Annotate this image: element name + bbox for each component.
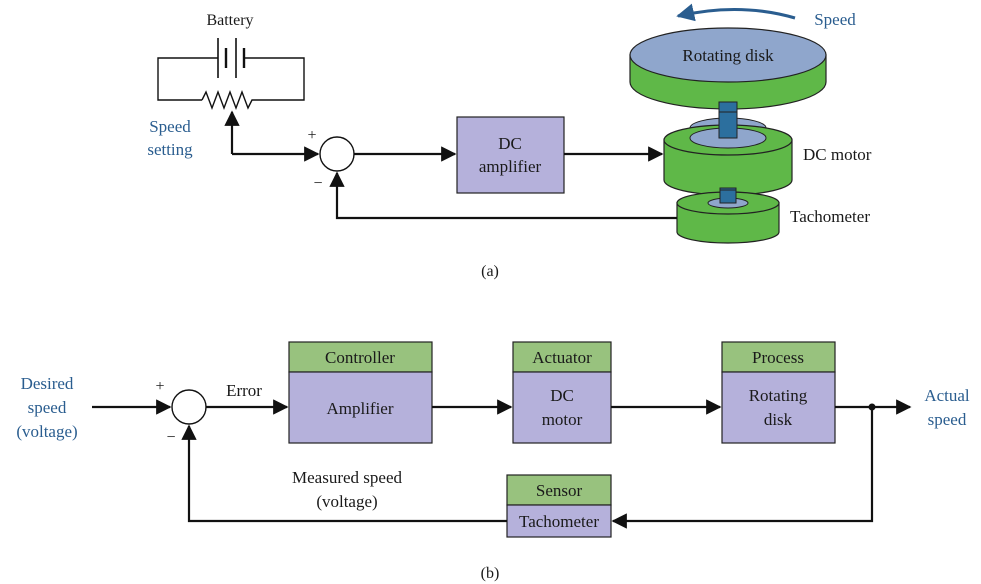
feedback-label-2: (voltage) <box>316 492 377 511</box>
speed-label-a: Speed <box>814 10 856 29</box>
error-label: Error <box>226 381 262 400</box>
caption-a: (a) <box>481 263 499 280</box>
output-label-1: Actual <box>924 386 970 405</box>
input-label-2: speed <box>28 398 67 417</box>
dc-amplifier-box <box>456 116 565 194</box>
process-header-label: Process <box>752 348 804 367</box>
caption-b: (b) <box>481 565 500 582</box>
tachometer-label-a: Tachometer <box>790 207 870 226</box>
sensor-header-label: Sensor <box>536 481 583 500</box>
battery-circuit: Battery <box>157 12 305 110</box>
figure-a: Battery Speed setting + − DC amplifier <box>147 3 872 280</box>
plus-sign-a: + <box>307 127 316 144</box>
potentiometer <box>201 90 256 110</box>
dc-motor <box>663 111 793 196</box>
input-label-3: (voltage) <box>16 422 77 441</box>
actuator-body-label-2: motor <box>542 410 583 429</box>
disk-label: Rotating disk <box>682 46 774 65</box>
battery-label: Battery <box>206 12 253 29</box>
sensor-body-label: Tachometer <box>519 512 599 531</box>
output-label-2: speed <box>928 410 967 429</box>
feedback-path-a <box>329 171 677 220</box>
process-block: Process Rotating disk <box>721 341 836 444</box>
summing-junction-b <box>171 389 207 425</box>
process-body-label-1: Rotating <box>749 386 808 405</box>
actuator-header-label: Actuator <box>532 348 592 367</box>
battery-wire-right <box>244 57 305 101</box>
sensor-block: Sensor Tachometer <box>506 474 612 538</box>
output-to-sensor <box>611 407 874 529</box>
speed-setting-label-1: Speed <box>149 117 191 136</box>
actuator-body-label-1: DC <box>550 386 574 405</box>
sensor-body <box>506 504 612 538</box>
actuator-body <box>512 371 612 444</box>
process-body <box>721 371 836 444</box>
controller-header-label: Controller <box>325 348 395 367</box>
controller-body <box>288 371 433 444</box>
speed-rotation-arrow <box>676 3 796 22</box>
amplifier-label-1: DC <box>498 134 522 153</box>
speed-setting-label-2: setting <box>147 140 193 159</box>
actuator-block: Actuator DC motor <box>512 341 612 444</box>
controller-body-label: Amplifier <box>326 399 393 418</box>
minus-sign-a: − <box>313 175 322 192</box>
feedback-path-b <box>181 424 507 523</box>
summing-junction-a <box>319 136 355 172</box>
sensor-header <box>506 474 612 506</box>
feedback-label-1: Measured speed <box>292 468 402 487</box>
plus-sign-b: + <box>155 378 164 395</box>
disk-top <box>629 27 827 83</box>
amplifier-label-2: amplifier <box>479 157 542 176</box>
tachometer <box>676 189 780 244</box>
battery-wire-left <box>157 57 218 101</box>
process-body-label-2: disk <box>764 410 793 429</box>
motor-label: DC motor <box>803 145 872 164</box>
input-label-1: Desired <box>21 374 74 393</box>
controller-block: Controller Amplifier <box>288 341 433 444</box>
actuator-header <box>512 341 612 373</box>
rotating-disk: Rotating disk <box>629 27 827 110</box>
minus-sign-b: − <box>166 429 175 446</box>
figure-b: Desired speed (voltage) + − Error Contro… <box>16 341 970 582</box>
